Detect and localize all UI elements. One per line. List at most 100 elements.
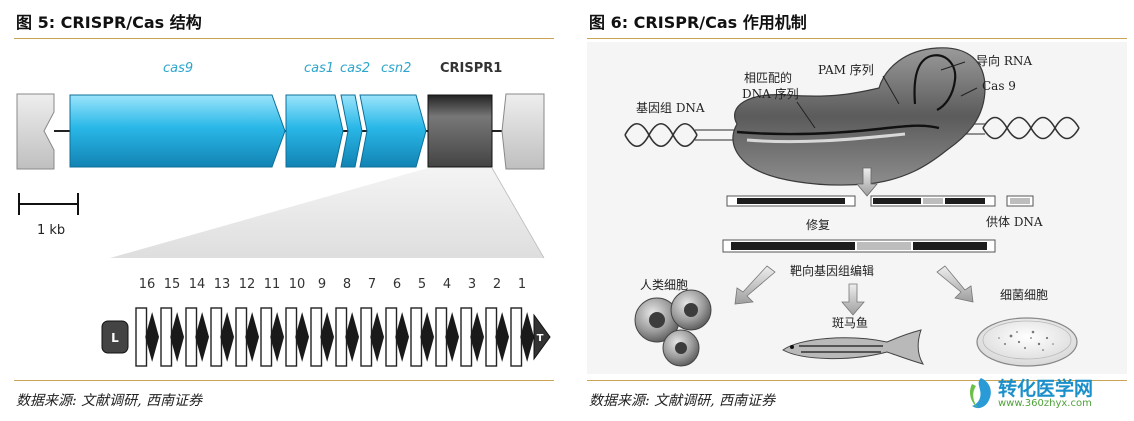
bacteria-dish-image (976, 317, 1078, 367)
spacer-11 (260, 307, 273, 367)
repeat-number-15: 15 (163, 277, 181, 292)
repeat-15 (170, 312, 184, 362)
cas9-label: cas9 (163, 61, 194, 76)
figure-6-title: 图 6: CRISPR/Cas 作用机制 (589, 13, 807, 32)
cleavage-arrow (856, 167, 878, 197)
repair-label: 修复 (806, 218, 831, 232)
repeat-2 (495, 312, 509, 362)
crispr1-array (427, 94, 493, 168)
arrow-to-bacteria (936, 265, 974, 303)
figure-5-source: 数据来源: 文献调研, 西南证券 (16, 393, 203, 409)
crispr-cas-mechanism-diagram (587, 42, 1127, 374)
repeat-6 (395, 312, 409, 362)
zebrafish-label: 斑马鱼 (832, 316, 869, 330)
repeat-number-10: 10 (288, 277, 306, 292)
spacer-10 (285, 307, 298, 367)
spacer-13 (210, 307, 223, 367)
matched-dna-strand (746, 132, 906, 144)
pam-label: PAM 序列 (818, 63, 874, 77)
cas1-label: cas1 (304, 61, 335, 76)
repeat-4 (445, 312, 459, 362)
repeat-number-14: 14 (188, 277, 206, 292)
title-rule-right (587, 38, 1127, 39)
repeat-number-1: 1 (517, 277, 527, 292)
source-rule-right (587, 380, 1127, 381)
repeat-1 (520, 312, 534, 362)
spacer-12 (235, 307, 248, 367)
genome-dna-helix-left (624, 122, 698, 148)
logo-name: 转化医学网 (998, 378, 1094, 400)
spacer-2 (485, 307, 498, 367)
cas1-gene (285, 94, 344, 168)
spacer-14 (185, 307, 198, 367)
repeat-number-6: 6 (392, 277, 402, 292)
repeat-number-11: 11 (263, 277, 281, 292)
repeat-8 (345, 312, 359, 362)
repeat-14 (195, 312, 209, 362)
spacer-4 (435, 307, 448, 367)
arrow-to-human-cells (734, 265, 776, 305)
scale-bar (18, 193, 79, 215)
spacer-15 (160, 307, 173, 367)
repaired-dna (722, 239, 996, 253)
repeat-16 (145, 312, 159, 362)
target-dna-strand (736, 124, 940, 136)
spacer-16 (135, 307, 148, 367)
repeat-number-8: 8 (342, 277, 352, 292)
matching-dna-label-line2: DNA 序列 (742, 87, 799, 101)
flanking-gene-right (501, 93, 545, 170)
source-rule (14, 380, 554, 381)
cas9-gene (69, 94, 286, 168)
repeat-12 (245, 312, 259, 362)
human-cells-label: 人类细胞 (640, 278, 689, 292)
crispr1-label: CRISPR1 (440, 61, 503, 76)
label-leaders (796, 61, 978, 129)
watermark-logo: 转化医学网 www.360zhyx.com (966, 372, 1126, 416)
repeat-number-12: 12 (238, 277, 256, 292)
spacer-7 (360, 307, 373, 367)
spacer-8 (335, 307, 348, 367)
csn2-label: csn2 (381, 61, 412, 76)
repeat-10 (295, 312, 309, 362)
spacer-1 (510, 307, 523, 367)
terminal-repeat (533, 313, 551, 361)
repeat-number-5: 5 (417, 277, 427, 292)
genome-dna-label: 基因组 DNA (636, 101, 705, 115)
repeat-5 (420, 312, 434, 362)
figure-6-source: 数据来源: 文献调研, 西南证券 (589, 393, 776, 409)
logo-icon (970, 378, 991, 409)
flanking-gene-left (16, 93, 55, 170)
repeat-number-7: 7 (367, 277, 377, 292)
repeat-number-2: 2 (492, 277, 502, 292)
repeat-number-16: 16 (138, 277, 156, 292)
spacer-3 (460, 307, 473, 367)
targeted-editing-label: 靶向基因组编辑 (790, 264, 875, 278)
repeat-number-4: 4 (442, 277, 452, 292)
repeat-7 (370, 312, 384, 362)
arrow-to-zebrafish (841, 283, 865, 316)
cas9-label: Cas 9 (982, 79, 1016, 93)
repeat-3 (470, 312, 484, 362)
genome-dna-helix-right (982, 116, 1080, 140)
repeat-number-3: 3 (467, 277, 477, 292)
spacer-5 (410, 307, 423, 367)
matching-dna-label-line1: 相匹配的 (744, 71, 793, 85)
cas9-protein (732, 47, 986, 186)
leader-label: L (111, 331, 119, 345)
donor-dna-label: 供体 DNA (986, 215, 1043, 229)
spacer-9 (310, 307, 323, 367)
title-rule (14, 38, 554, 39)
figure-5-title: 图 5: CRISPR/Cas 结构 (16, 13, 202, 32)
guide-rna-label: 导向 RNA (976, 54, 1033, 68)
zebrafish-image (782, 329, 925, 365)
guide-rna-strand (913, 54, 957, 111)
terminal-label: T (537, 333, 544, 344)
cut-dna (726, 195, 996, 207)
csn2-gene (359, 94, 427, 168)
repeat-11 (270, 312, 284, 362)
spacer-6 (385, 307, 398, 367)
cas2-gene (340, 94, 363, 168)
bacteria-label: 细菌细胞 (1000, 288, 1049, 302)
repeat-9 (320, 312, 334, 362)
